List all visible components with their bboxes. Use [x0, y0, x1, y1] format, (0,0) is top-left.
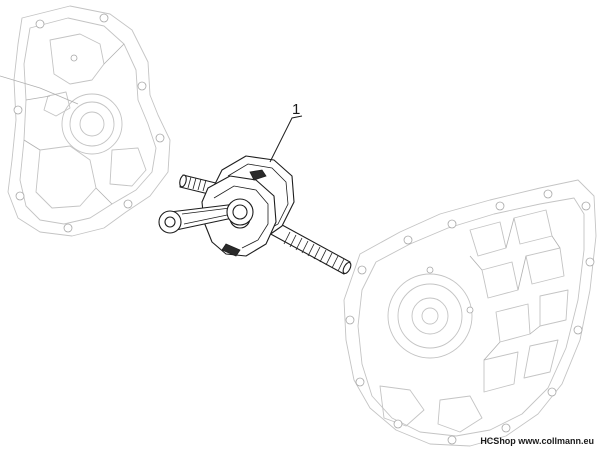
right-crankcase-half [343, 179, 597, 447]
part-number-callout: 1 [292, 101, 301, 118]
crankshaft-assembly [158, 155, 352, 275]
left-crankcase-half [0, 5, 171, 237]
shop-watermark: HCShop www.collmann.eu [480, 436, 594, 446]
callout-leader-line [269, 115, 303, 163]
